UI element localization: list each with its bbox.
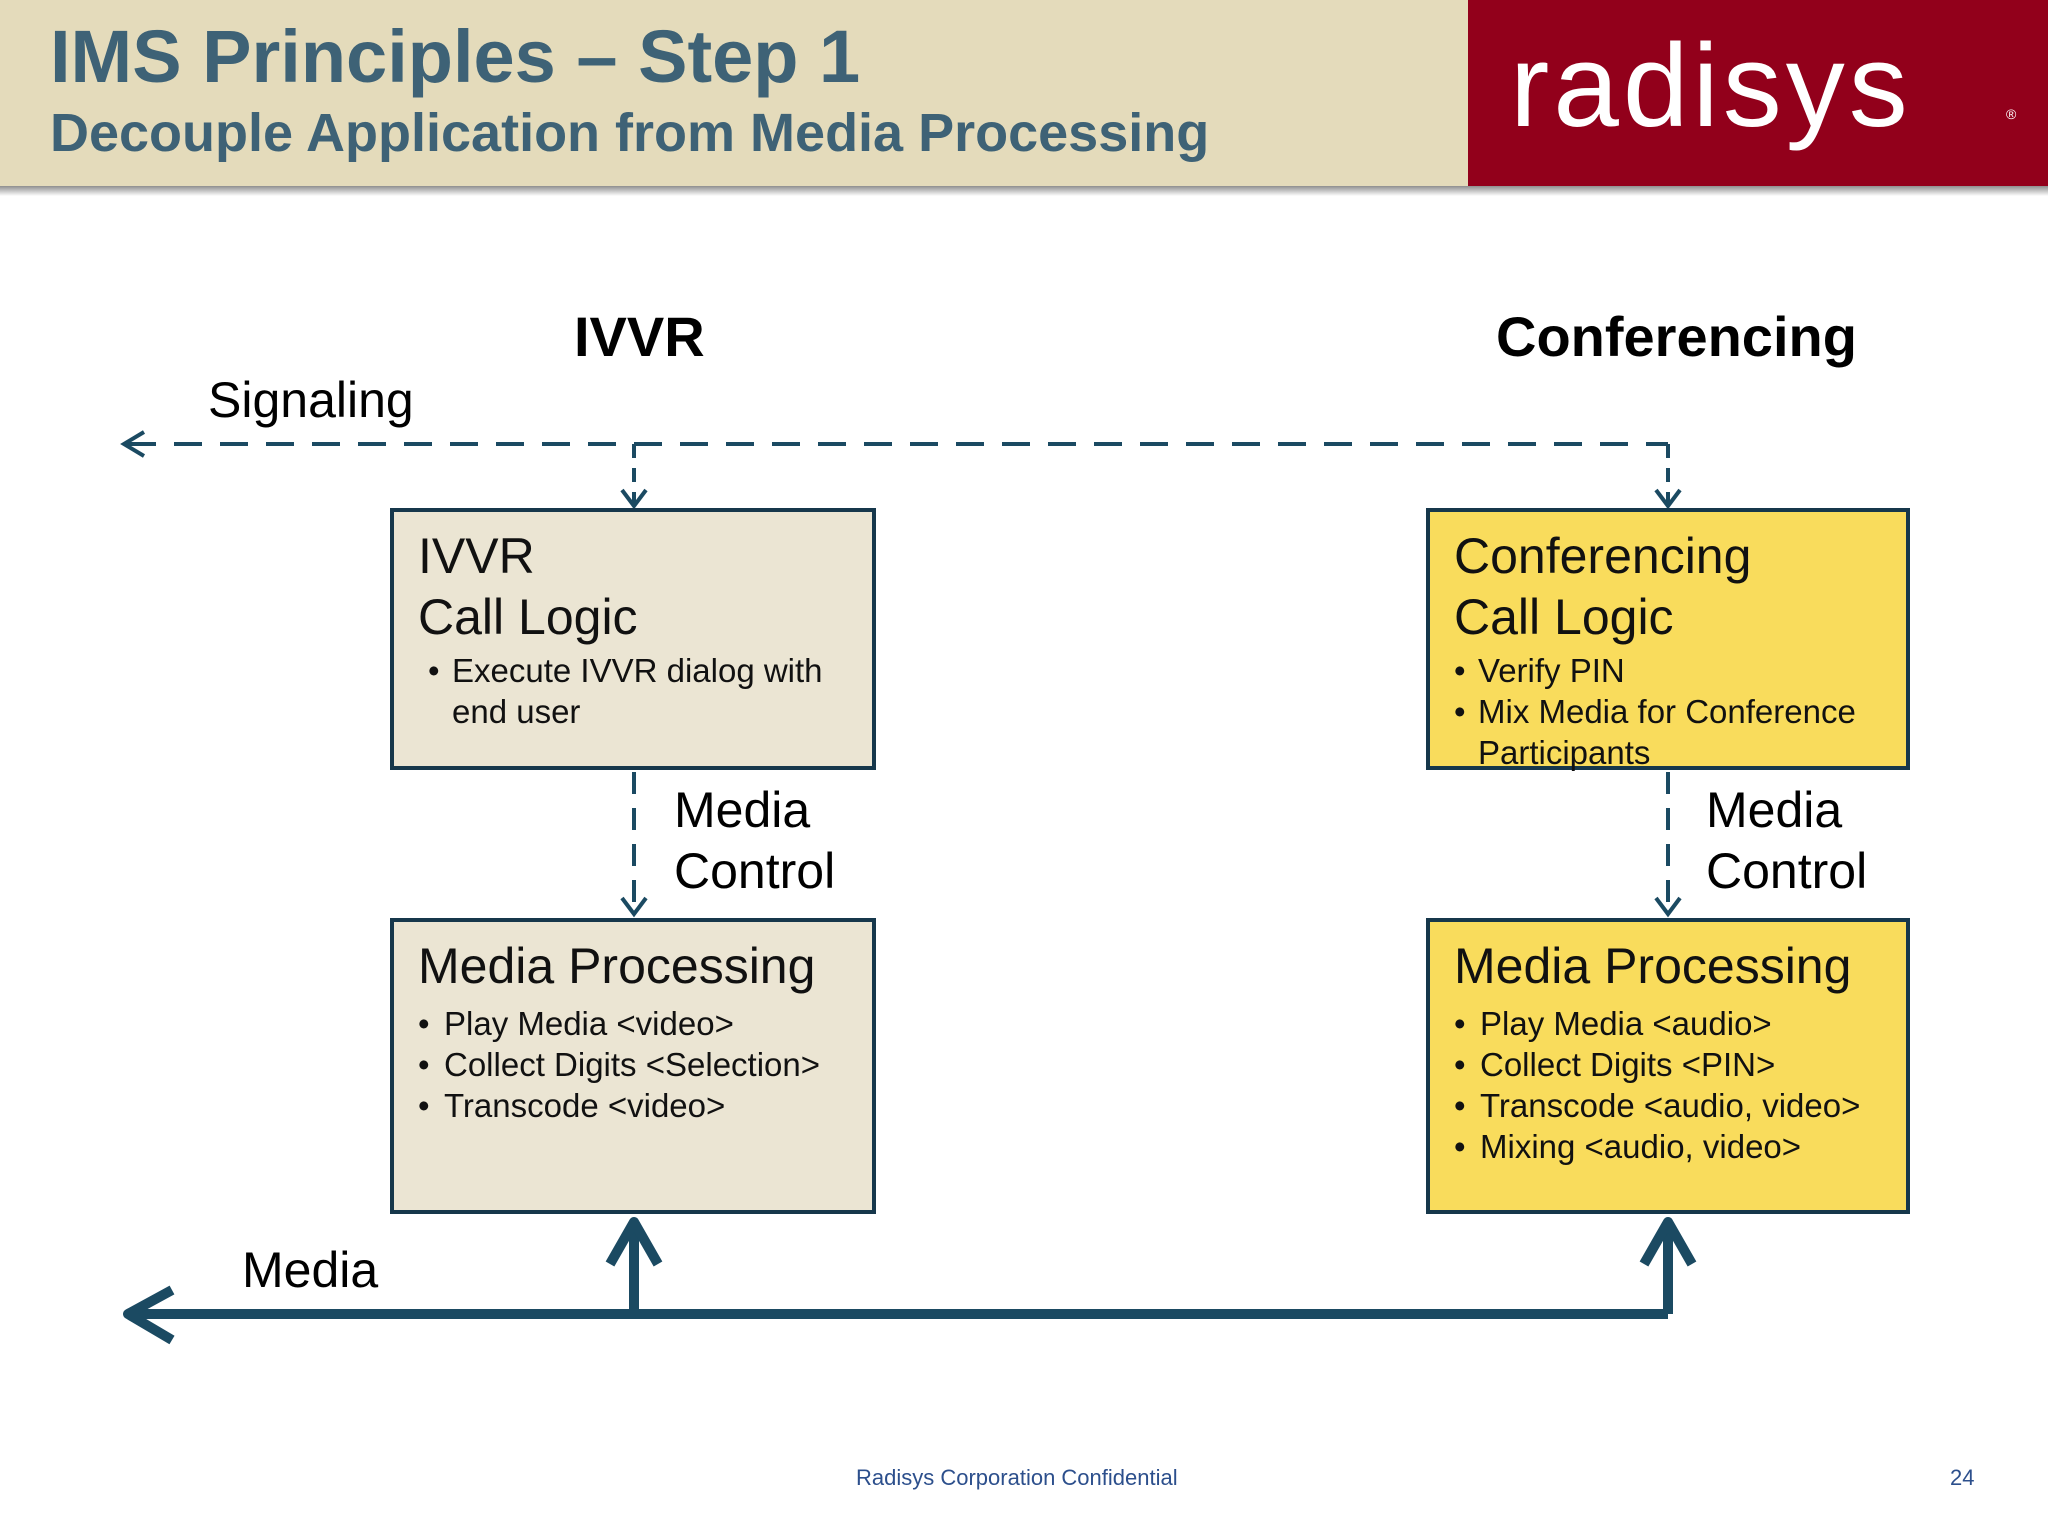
page-number: 24 [1950, 1465, 1975, 1490]
conf-media-processing-bullet: Transcode <audio, video> [1454, 1085, 1882, 1126]
footer-confidential: Radisys Corporation Confidential [856, 1465, 1178, 1490]
signaling-drop-conf-arrow [1654, 488, 1682, 510]
media-control-right-line1: Media [1706, 782, 1843, 838]
header-band: IMS Principles – Step 1 Decouple Applica… [0, 0, 1468, 186]
conf-call-logic-bullet: Verify PIN [1454, 650, 1894, 691]
conf-call-logic-box: Conferencing Call Logic Verify PIN Mix M… [1426, 508, 1910, 773]
ivvr-media-processing-bullet: Collect Digits <Selection> [418, 1044, 848, 1085]
ivvr-call-logic-title1: IVVR [418, 528, 535, 584]
media-label: Media [242, 1242, 379, 1298]
header-shadow [0, 186, 2048, 196]
logo-text: radisys [1510, 20, 1912, 152]
signaling-arrowhead [120, 430, 146, 458]
media-control-label-left: Media Control [674, 780, 835, 902]
media-control-arrow-ivvr [620, 896, 648, 918]
registered-mark: ® [2006, 106, 2017, 122]
conf-media-processing-bullet: Collect Digits <PIN> [1454, 1044, 1882, 1085]
ivvr-heading: IVVR [574, 305, 705, 368]
media-riser-conf-arrow [1639, 1217, 1697, 1267]
conf-media-processing-title: Media Processing [1454, 938, 1852, 994]
media-control-arrow-conf [1654, 896, 1682, 918]
slide-title: IMS Principles – Step 1 [50, 15, 861, 98]
ivvr-media-processing-bullet: Transcode <video> [418, 1085, 848, 1126]
media-control-label-right: Media Control [1706, 780, 1867, 902]
radisys-logo: radisys ® [1468, 0, 2048, 186]
ivvr-media-processing-box: Media Processing Play Media <video> Coll… [390, 918, 876, 1214]
slide-subtitle: Decouple Application from Media Processi… [50, 103, 1210, 163]
conf-media-processing-bullet: Mixing <audio, video> [1454, 1126, 1882, 1167]
signaling-drop-ivvr-arrow [620, 488, 648, 510]
media-control-left-line2: Control [674, 843, 836, 899]
media-control-right-line2: Control [1706, 843, 1868, 899]
ivvr-call-logic-title2: Call Logic [418, 589, 638, 645]
conf-call-logic-title2: Call Logic [1454, 589, 1674, 645]
media-bus-arrowhead [123, 1285, 175, 1345]
ivvr-call-logic-box: IVVR Call Logic Execute IVVR dialog with… [390, 508, 876, 770]
conf-call-logic-title1: Conferencing [1454, 528, 1752, 584]
signaling-label: Signaling [208, 372, 414, 428]
conf-media-processing-bullet: Play Media <audio> [1454, 1003, 1882, 1044]
ivvr-call-logic-bullet: Execute IVVR dialog with end user [428, 650, 848, 732]
conferencing-heading: Conferencing [1496, 305, 1857, 368]
conf-call-logic-bullet: Mix Media for Conference Participants [1454, 691, 1894, 773]
conf-media-processing-box: Media Processing Play Media <audio> Coll… [1426, 918, 1910, 1214]
media-control-left-line1: Media [674, 782, 811, 838]
ivvr-media-processing-bullet: Play Media <video> [418, 1003, 848, 1044]
media-riser-ivvr-arrow [605, 1217, 663, 1267]
ivvr-media-processing-title: Media Processing [418, 938, 816, 994]
